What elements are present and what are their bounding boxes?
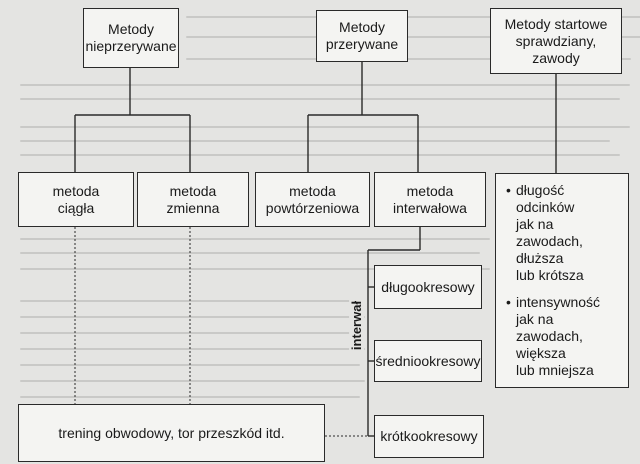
startowe-bullet-list: długość odcinków jak na zawodach, dłuższ… [495, 173, 629, 388]
node-metoda-zmienna: metoda zmienna [137, 172, 249, 227]
node-label: Metody przerywane [325, 19, 399, 52]
node-label: średniookresowy [375, 352, 481, 369]
node-trening-obwodowy: trening obwodowy, tor przeszkód itd. [18, 404, 325, 462]
node-metoda-powtorzeniowa: metoda powtórzeniowa [255, 172, 370, 227]
node-metody-przerywane: Metody przerywane [316, 10, 408, 62]
node-label: Metody nieprzerywane [85, 21, 177, 54]
bullet-intensywnosc: intensywność jak na zawodach, większa lu… [506, 294, 622, 379]
background-text-line [20, 252, 480, 254]
background-text-line [20, 126, 630, 128]
node-dlugookresowy: długookresowy [374, 265, 482, 309]
background-text-line [20, 140, 610, 142]
background-text-line [20, 348, 365, 350]
node-label: długookresowy [381, 278, 475, 295]
node-metoda-interwalowa: metoda interwałowa [374, 172, 486, 227]
background-text-line [20, 268, 490, 270]
node-label: trening obwodowy, tor przeszkód itd. [58, 424, 285, 441]
node-label: metoda interwałowa [393, 182, 467, 216]
node-metody-nieprzerywane: Metody nieprzerywane [83, 8, 179, 68]
background-text-line [186, 16, 640, 18]
background-text-line [20, 380, 365, 382]
background-text-line [20, 316, 365, 318]
node-label: krótkookresowy [380, 428, 478, 444]
background-text-line [20, 238, 490, 240]
node-label: metoda ciągła [52, 182, 100, 216]
node-krotkookresowy: krótkookresowy [374, 415, 484, 458]
background-text-line [20, 84, 630, 86]
background-text-line [186, 58, 631, 60]
interwal-axis-label: interwał [349, 298, 365, 353]
bullet-dlugosc: długość odcinków jak na zawodach, dłuższ… [506, 182, 622, 284]
node-sredniookresowy: średniookresowy [374, 340, 482, 382]
node-label: Metody startowe sprawdziany, zawody [504, 15, 608, 66]
background-text-line [20, 98, 620, 100]
node-metody-startowe: Metody startowe sprawdziany, zawody [490, 8, 622, 74]
background-text-line [186, 36, 640, 38]
node-metoda-ciagla: metoda ciągła [18, 172, 134, 227]
node-label: metoda powtórzeniowa [265, 182, 360, 216]
background-text-line [20, 154, 620, 156]
node-label: metoda zmienna [166, 182, 220, 216]
